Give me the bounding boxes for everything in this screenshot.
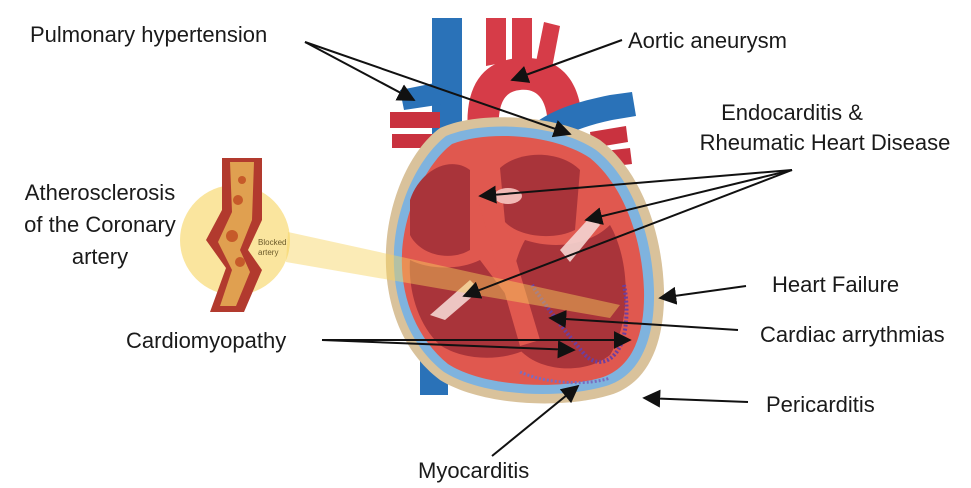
label-aortic-aneurysm: Aortic aneurysm (628, 26, 787, 56)
plaque-1 (238, 176, 246, 184)
aorta-branch-3 (536, 22, 560, 68)
aorta-branch-2 (512, 18, 532, 60)
arrow-pulmonary-1 (305, 42, 414, 100)
label-atherosclerosis-line1: Atherosclerosis (10, 178, 190, 208)
label-pericarditis: Pericarditis (766, 390, 875, 420)
aortic-valve (494, 188, 522, 204)
label-endocarditis-line2: Rheumatic Heart Disease (680, 128, 970, 158)
inset-label-line1: Blocked (258, 238, 286, 247)
label-pulmonary-hypertension: Pulmonary hypertension (30, 20, 267, 50)
label-cardiomyopathy: Cardiomyopathy (126, 326, 286, 356)
label-cardiac-arrythmias: Cardiac arrythmias (760, 320, 945, 350)
plaque-3 (226, 230, 238, 242)
left-pulmonary-vessel (390, 112, 440, 128)
label-heart-failure: Heart Failure (772, 270, 899, 300)
plaque-4 (235, 257, 245, 267)
arrow-heart-failure (660, 286, 746, 298)
coronary-artery-inset (180, 158, 290, 312)
inset-label-line2: artery (258, 248, 278, 257)
label-atherosclerosis-line2: of the Coronary (10, 210, 190, 240)
aorta-branch-1 (486, 18, 506, 66)
plaque-2 (233, 195, 243, 205)
label-myocarditis: Myocarditis (418, 456, 529, 486)
label-atherosclerosis-line3: artery (10, 242, 190, 272)
label-endocarditis-line1: Endocarditis & (712, 98, 872, 128)
arrow-pericarditis (644, 398, 748, 402)
